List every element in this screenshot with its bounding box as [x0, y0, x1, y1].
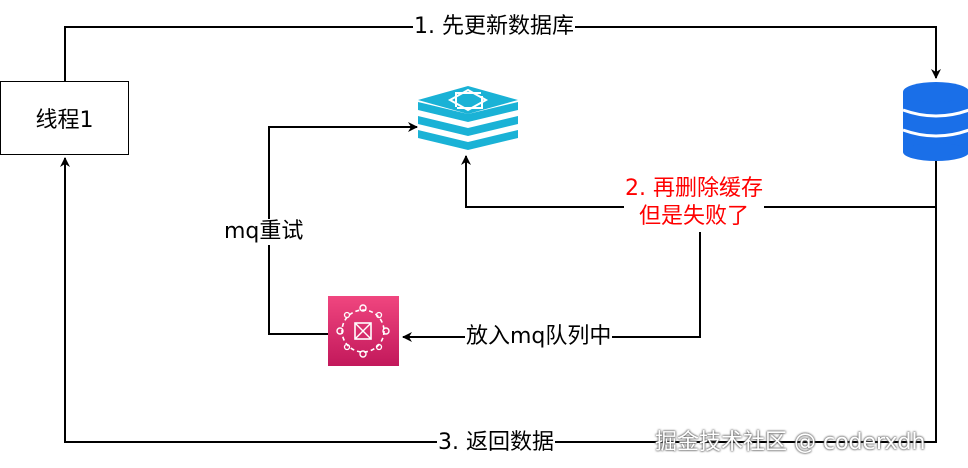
thread-label: 线程1 — [35, 108, 94, 133]
edge-enqueue — [402, 232, 701, 342]
edge-return-data — [60, 153, 937, 443]
watermark: 掘金技术社区 @ coderxdh — [655, 430, 926, 455]
redis-cache-icon — [418, 86, 518, 150]
thread-node: 线程1 — [0, 81, 129, 155]
mq-queue-icon — [328, 296, 399, 366]
delete-cache-label: 2. 再删除缓存 — [625, 176, 763, 201]
failed-label: 但是失败了 — [638, 204, 749, 229]
return-data-label: 3. 返回数据 — [437, 430, 555, 456]
update-db-label: 1. 先更新数据库 — [413, 14, 575, 40]
enqueue-label: 放入mq队列中 — [465, 324, 613, 350]
mq-retry-label: mq重试 — [223, 219, 305, 245]
database-icon — [902, 82, 968, 161]
delete-cache-failed-label: 2. 再删除缓存 但是失败了 — [624, 175, 764, 231]
